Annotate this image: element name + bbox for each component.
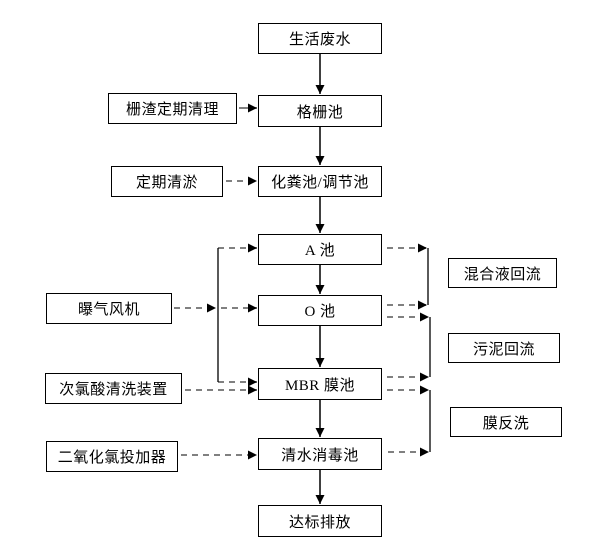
node-aeration-blower: 曝气风机 — [46, 293, 172, 324]
bracket-lines — [217, 248, 431, 452]
node-residue-cleaning: 栅渣定期清理 — [108, 93, 237, 124]
node-mbr-tank: MBR 膜池 — [258, 368, 382, 400]
node-o-tank: O 池 — [258, 295, 382, 326]
node-chlorine-dioxide-doser: 二氧化氯投加器 — [46, 441, 178, 472]
node-sludge-return: 污泥回流 — [448, 333, 560, 363]
node-septic-regulating-tank: 化粪池/调节池 — [258, 166, 382, 197]
node-hypochlorite-cleaning: 次氯酸清洗装置 — [45, 373, 182, 404]
node-screen-tank: 格栅池 — [258, 95, 382, 127]
node-raw-sewage: 生活废水 — [258, 23, 382, 54]
node-mixed-liquor-return: 混合液回流 — [448, 258, 557, 288]
node-a-tank: A 池 — [258, 234, 382, 265]
node-membrane-backwash: 膜反洗 — [450, 407, 562, 437]
dashed-arrows — [174, 176, 429, 460]
node-disinfection-tank: 清水消毒池 — [258, 438, 382, 470]
node-discharge: 达标排放 — [258, 505, 382, 537]
node-dredging: 定期清淤 — [111, 166, 223, 197]
